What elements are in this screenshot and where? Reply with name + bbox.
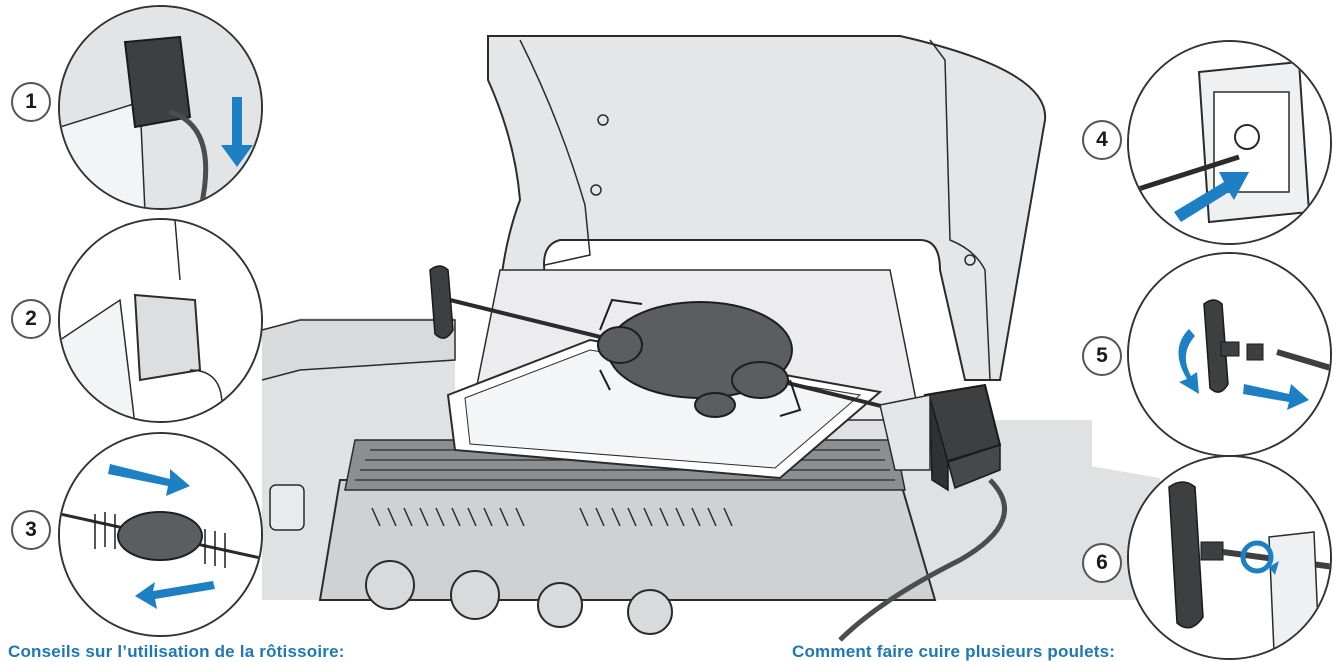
detail-circle-motor-seated xyxy=(58,218,263,423)
ignition-button xyxy=(270,485,304,530)
heading-multiple-chickens: Comment faire cuire plusieurs poulets: xyxy=(792,642,1115,662)
detail-circle-tighten-handle xyxy=(1127,455,1332,660)
detail-circle-spit-forks xyxy=(58,432,263,637)
detail-circle-insert-rod xyxy=(1127,40,1332,245)
detail-circle-motor-install xyxy=(58,5,263,210)
step-number-6: 6 xyxy=(1082,543,1122,583)
rotisserie-motor xyxy=(925,385,1000,490)
step-number-4: 4 xyxy=(1082,120,1122,160)
step-number-2: 2 xyxy=(11,299,51,339)
step-number-1: 1 xyxy=(11,82,51,122)
step-number-5: 5 xyxy=(1082,336,1122,376)
heading-rotisserie-tips: Conseils sur l’utilisation de la rôtisso… xyxy=(8,642,345,662)
detail-circle-handle-removal xyxy=(1127,252,1332,457)
step-number-3: 3 xyxy=(11,510,51,550)
